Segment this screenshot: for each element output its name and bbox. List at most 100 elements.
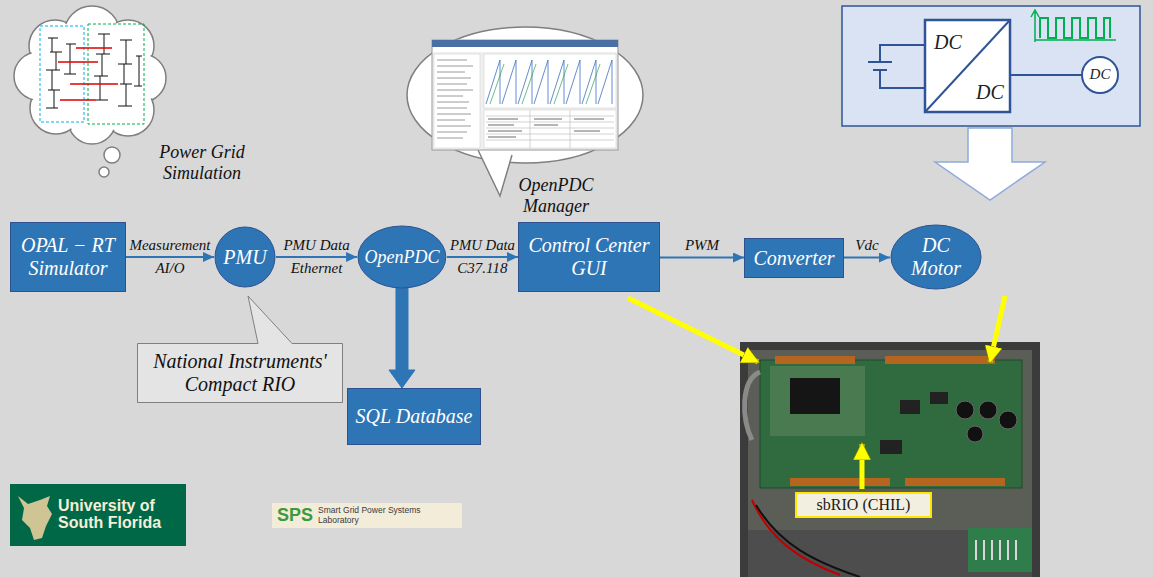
thought-cloud-part-part [99,167,109,177]
hardware-photo-part [930,392,948,404]
hardware-photo-part [976,540,1016,560]
hardware-photo-part [745,372,760,440]
node-label: OpenPDC [364,247,439,268]
converter-schematic-part [1031,10,1116,42]
lab-logo [272,503,462,528]
caption-note: Power Grid Simulation [155,142,250,183]
logo-text: SPS [277,505,313,526]
node-label: National Instruments' Compact RIO [145,350,335,396]
converter-schematic-part [842,6,1140,126]
node-label: OPAL − RT Simulator [18,234,118,280]
ellipse-shape [358,226,446,288]
ellipse-shape [891,225,981,289]
signal-name: C37.118 [457,260,507,277]
hardware-photo-part [905,478,1005,486]
converter-schematic [842,6,1140,126]
manager-screenshot-part [433,47,617,52]
grid-one-line-drawing [40,24,144,124]
thought-cloud-part [14,6,166,177]
signal-name: AI/O [155,260,184,277]
board-tag: sbRIO (CHIL) [795,492,932,518]
block-arrow [935,128,1045,200]
callout-shape [138,296,343,403]
manager-screenshot-part [484,110,616,148]
grid-one-line-drawing-part [46,34,142,108]
hardware-photo-part [790,378,840,414]
pointer-arrows-part [990,296,1005,362]
converter-schematic-part [1040,18,1110,38]
ellipse-shape [215,227,275,287]
signal-name: Ethernet [291,260,343,277]
signal-name: PMU Data [450,237,515,254]
node-label: DC Motor [908,234,964,280]
signal-name: Vdc [855,237,878,254]
speech-bubble-part [407,27,643,163]
signal-name: Measurement [129,237,210,254]
converter-side-label: DC [976,81,1004,104]
manager-screenshot-part [484,54,616,108]
motor-symbol-label: DC [1090,66,1111,83]
thought-cloud [14,6,166,177]
university-logo-part [18,496,52,540]
simulator-box: OPAL − RT Simulator [10,222,126,292]
hardware-photo-part [748,350,1032,530]
converter-schematic-part [1082,57,1118,93]
pointer-arrows-part [628,298,758,362]
hardware-photo-part [967,426,983,442]
hardware-photo-part [885,356,995,364]
thought-cloud-part-part [48,35,133,120]
hardware-photo [740,342,1040,577]
hardware-photo-part [770,366,865,436]
node-label: Converter [753,247,834,270]
converter-schematic-part [1010,74,1082,76]
hardware-photo-part [790,478,890,486]
hardware-photo-part [880,440,902,454]
caption-note: OpenPDC Manager [511,175,601,216]
manager-screenshot-part [432,40,618,150]
motor-ellipse: DC Motor [890,224,982,290]
pdc-ellipse: OpenPDC [357,225,447,289]
hardware-photo-part [760,360,1022,488]
manager-screenshot-part [490,64,600,104]
node-label: PMU [223,246,266,269]
arrow-connector [660,257,744,259]
hardware-photo-part [979,401,997,419]
database-box: SQL Database [347,388,481,445]
grid-one-line-drawing-part [88,24,144,124]
university-logo [10,484,186,546]
pmu-circle: PMU [214,226,276,288]
block-arrow-part [935,128,1045,200]
converter-schematic-part [868,45,925,88]
logo-text: Smart Grid Power Systems Laboratory [318,506,436,525]
manager-screenshot-part [434,54,480,148]
arrow-connector [126,256,214,258]
device-callout: National Instruments' Compact RIO [137,343,343,403]
arrow-connector [844,257,890,259]
converter-schematic-part [925,20,1010,112]
pointer-arrows-part [860,444,865,489]
logo-text: University of South Florida [58,498,182,532]
signal-name: PWM [685,237,719,254]
converter-schematic-part [925,20,1010,112]
speech-bubble [407,27,643,196]
control-center-box: Control Center GUI [518,222,660,292]
arrow-connector [276,256,357,258]
node-label: sbRIO (CHIL) [817,496,911,514]
node-label: Control Center GUI [526,234,652,280]
manager-screenshot [432,40,618,150]
arrow-connector [447,256,518,258]
hardware-photo-part [740,342,1040,577]
thought-cloud-part-part [104,147,120,163]
hardware-photo-part [968,528,1032,572]
manager-screenshot-part [488,119,604,137]
signal-name: PMU Data [283,237,349,254]
hardware-photo-part [900,400,920,414]
manager-screenshot-part [486,60,612,104]
university-logo-part [10,484,186,546]
block-arrow-connector [389,287,415,388]
converter-side-label: DC [934,31,962,54]
lab-logo-part [272,503,462,528]
hardware-photo-part [999,411,1017,429]
